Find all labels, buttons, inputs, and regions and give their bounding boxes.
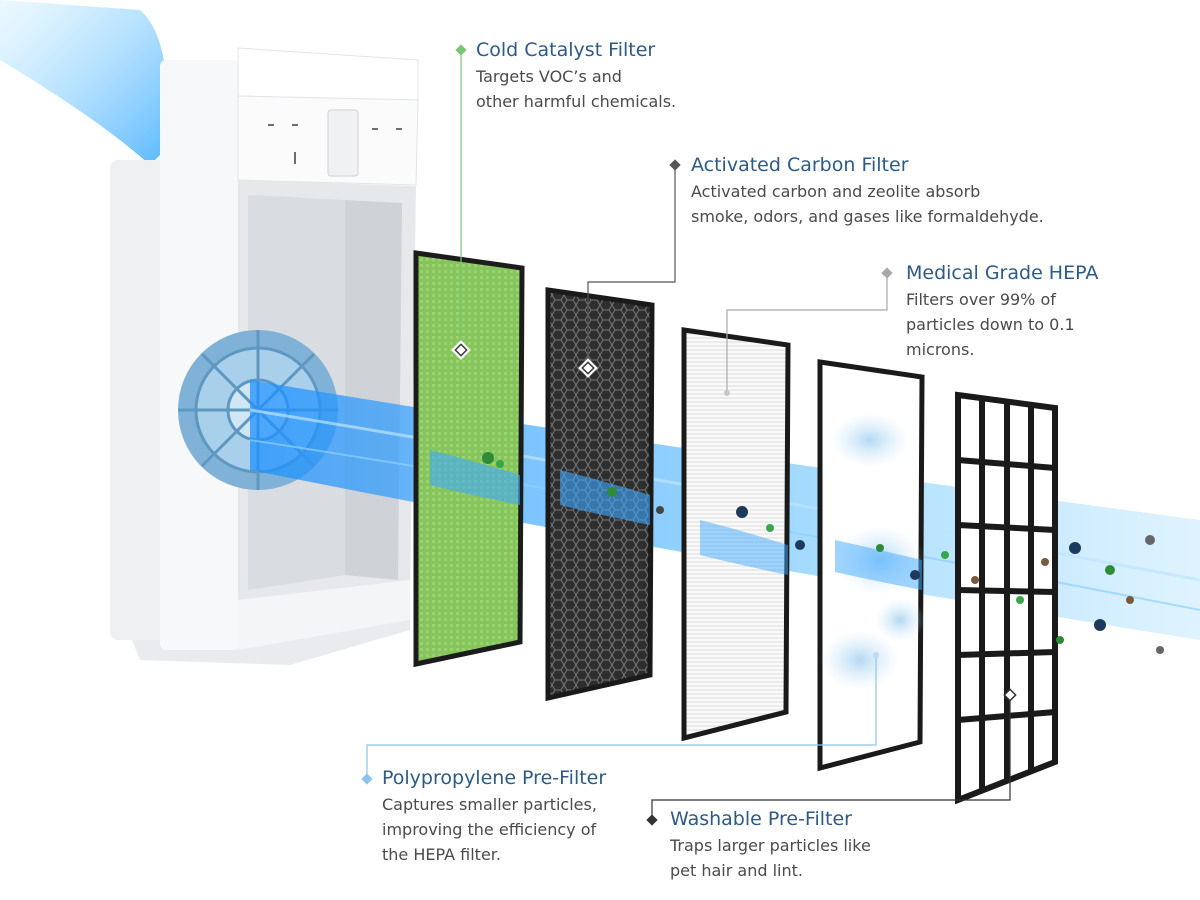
hepa-bullet-icon [881,267,892,278]
cold-catalyst-title: Cold Catalyst Filter [476,38,676,62]
callout-washable: Washable Pre-Filter Traps larger particl… [670,807,871,883]
hepa-line-3: microns. [906,337,1098,362]
washable-bullet-icon [646,814,657,825]
activated-carbon-title: Activated Carbon Filter [691,153,1044,177]
cold-catalyst-description: Targets VOC’s and other harmful chemical… [476,64,676,114]
callout-activated-carbon: Activated Carbon Filter Activated carbon… [691,153,1044,229]
activated-carbon-line-2: smoke, odors, and gases like formaldehyd… [691,204,1044,229]
callout-cold-catalyst: Cold Catalyst Filter Targets VOC’s and o… [476,38,676,114]
polypropylene-line-3: the HEPA filter. [382,842,606,867]
polypropylene-bullet-icon [361,773,372,784]
hepa-title: Medical Grade HEPA [906,261,1098,285]
polypropylene-line-1: Captures smaller particles, [382,792,606,817]
cold-catalyst-line-1: Targets VOC’s and [476,64,676,89]
washable-filter-panel [958,395,1055,800]
callout-polypropylene: Polypropylene Pre-Filter Captures smalle… [382,766,606,867]
cold-catalyst-bullet-icon [455,44,466,55]
callout-hepa: Medical Grade HEPA Filters over 99% of p… [906,261,1098,362]
washable-description: Traps larger particles like pet hair and… [670,833,871,883]
washable-title: Washable Pre-Filter [670,807,871,831]
polypropylene-line-2: improving the efficiency of [382,817,606,842]
hepa-line-1: Filters over 99% of [906,287,1098,312]
activated-carbon-bullet-icon [669,159,680,170]
polypropylene-description: Captures smaller particles, improving th… [382,792,606,867]
cold-catalyst-line-2: other harmful chemicals. [476,89,676,114]
washable-line-1: Traps larger particles like [670,833,871,858]
washable-line-2: pet hair and lint. [670,858,871,883]
outflow-ribbon [0,0,167,165]
polypropylene-title: Polypropylene Pre-Filter [382,766,606,790]
activated-carbon-description: Activated carbon and zeolite absorb smok… [691,179,1044,229]
hepa-description: Filters over 99% of particles down to 0.… [906,287,1098,362]
activated-carbon-line-1: Activated carbon and zeolite absorb [691,179,1044,204]
hepa-line-2: particles down to 0.1 [906,312,1098,337]
